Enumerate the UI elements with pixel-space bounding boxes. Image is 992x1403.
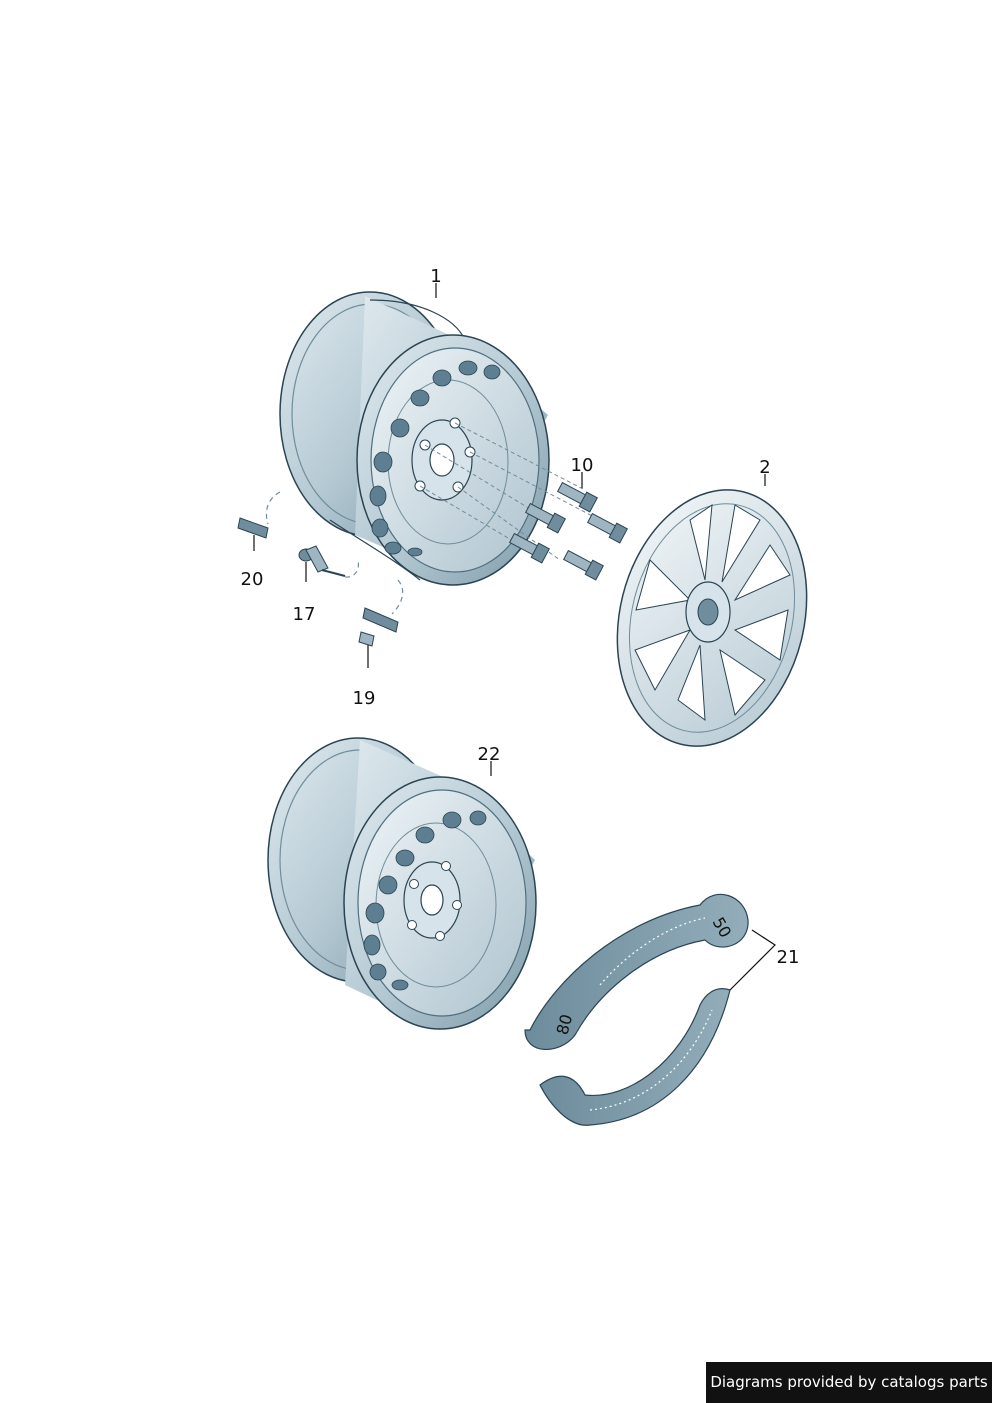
callout-label-10: 10 — [571, 455, 594, 476]
callout-20: 20 — [241, 535, 264, 590]
wheel-cover-part — [616, 489, 808, 747]
balance-weight-part — [237, 517, 399, 633]
steel-wheel-lower — [267, 737, 537, 1030]
spacer-ring-part: 50 80 — [524, 893, 749, 1126]
valve-part — [298, 545, 346, 577]
wheel-bolts-group — [508, 481, 628, 581]
callout-1: 1 — [430, 266, 442, 298]
callout-label-19: 19 — [353, 688, 376, 709]
callout-label-20: 20 — [241, 569, 264, 590]
callout-label-22: 22 — [478, 744, 501, 765]
callout-17: 17 — [293, 562, 316, 625]
footer-credit: Diagrams provided by catalogs parts — [706, 1362, 992, 1403]
steel-wheel-upper — [279, 291, 601, 586]
callout-label-2: 2 — [759, 457, 770, 478]
callout-19: 19 — [353, 645, 376, 709]
weight-clip-part — [358, 631, 375, 647]
callout-21: 21 — [729, 929, 800, 991]
callout-label-1: 1 — [430, 266, 441, 287]
ring-marking-bottom: 80 — [553, 1012, 577, 1037]
callout-22: 22 — [478, 744, 501, 776]
callout-label-21: 21 — [777, 947, 800, 968]
callout-label-17: 17 — [293, 604, 316, 625]
callout-10: 10 — [571, 455, 594, 488]
callout-2: 2 — [759, 457, 771, 486]
